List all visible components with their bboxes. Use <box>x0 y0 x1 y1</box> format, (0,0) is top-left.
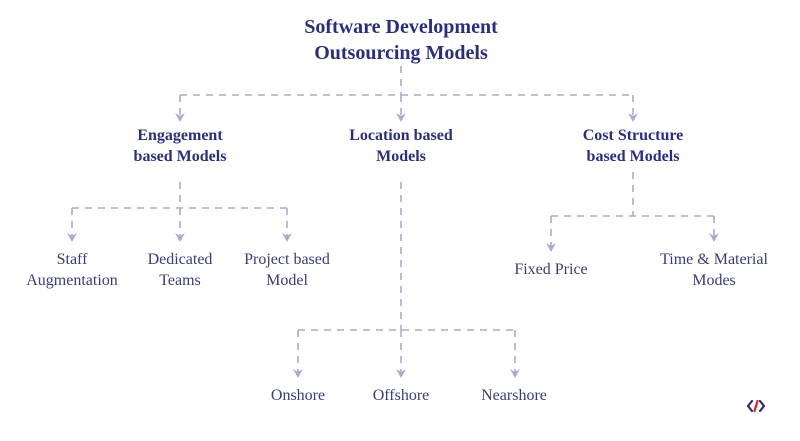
category-engagement-line-2: based Models <box>133 148 227 165</box>
leaf-fixed-price: Fixed Price <box>491 259 611 280</box>
leaf-dedicated-teams-line-1: Dedicated <box>147 251 213 268</box>
category-cost-structure: Cost Structure based Models <box>553 125 713 167</box>
leaf-onshore-label: Onshore <box>270 387 326 404</box>
leaf-onshore: Onshore <box>248 385 348 406</box>
leaf-staff-augmentation-line-1: Staff <box>56 251 88 268</box>
code-brackets-logo <box>747 399 765 413</box>
leaf-time-material-line-1: Time & Material <box>660 251 768 268</box>
category-location-line-2: Models <box>376 148 426 165</box>
leaf-time-material-line-2: Modes <box>692 272 736 289</box>
category-engagement: Engagement based Models <box>100 125 260 167</box>
category-location-line-1: Location based <box>349 127 453 144</box>
leaf-staff-augmentation: Staff Augmentation <box>12 249 132 291</box>
category-location: Location based Models <box>321 125 481 167</box>
arrowhead-project-based-model <box>282 233 292 242</box>
arrowhead-nearshore <box>510 369 520 378</box>
arrowhead-time-material <box>709 233 719 242</box>
leaf-nearshore-label: Nearshore <box>481 387 547 404</box>
arrowhead-onshore <box>293 369 303 378</box>
title-line-2: Outsourcing Models <box>314 42 488 64</box>
arrowhead-location <box>396 113 406 122</box>
title-line-1: Software Development <box>304 16 498 38</box>
leaf-offshore: Offshore <box>351 385 451 406</box>
arrowhead-fixed-price <box>546 243 556 252</box>
leaf-nearshore: Nearshore <box>464 385 564 406</box>
arrowhead-dedicated-teams <box>175 233 185 242</box>
leaf-project-based-model: Project based Model <box>227 249 347 291</box>
leaf-dedicated-teams: Dedicated Teams <box>120 249 240 291</box>
leaf-time-material: Time & Material Modes <box>644 249 784 291</box>
leaf-project-based-model-line-2: Model <box>266 272 308 289</box>
leaf-dedicated-teams-line-2: Teams <box>159 272 201 289</box>
leaf-project-based-model-line-1: Project based <box>244 251 330 268</box>
category-engagement-line-1: Engagement <box>137 127 223 144</box>
arrowhead-offshore <box>396 369 406 378</box>
leaf-fixed-price-label: Fixed Price <box>514 261 588 278</box>
diagram-title: Software Development Outsourcing Models <box>240 14 562 66</box>
arrowhead-engagement <box>175 113 185 122</box>
leaf-offshore-label: Offshore <box>372 387 430 404</box>
arrowhead-cost <box>628 113 638 122</box>
arrowhead-staff-augmentation <box>67 233 77 242</box>
leaf-staff-augmentation-line-2: Augmentation <box>26 272 118 289</box>
category-cost-line-1: Cost Structure <box>582 127 684 144</box>
category-cost-line-2: based Models <box>586 148 680 165</box>
